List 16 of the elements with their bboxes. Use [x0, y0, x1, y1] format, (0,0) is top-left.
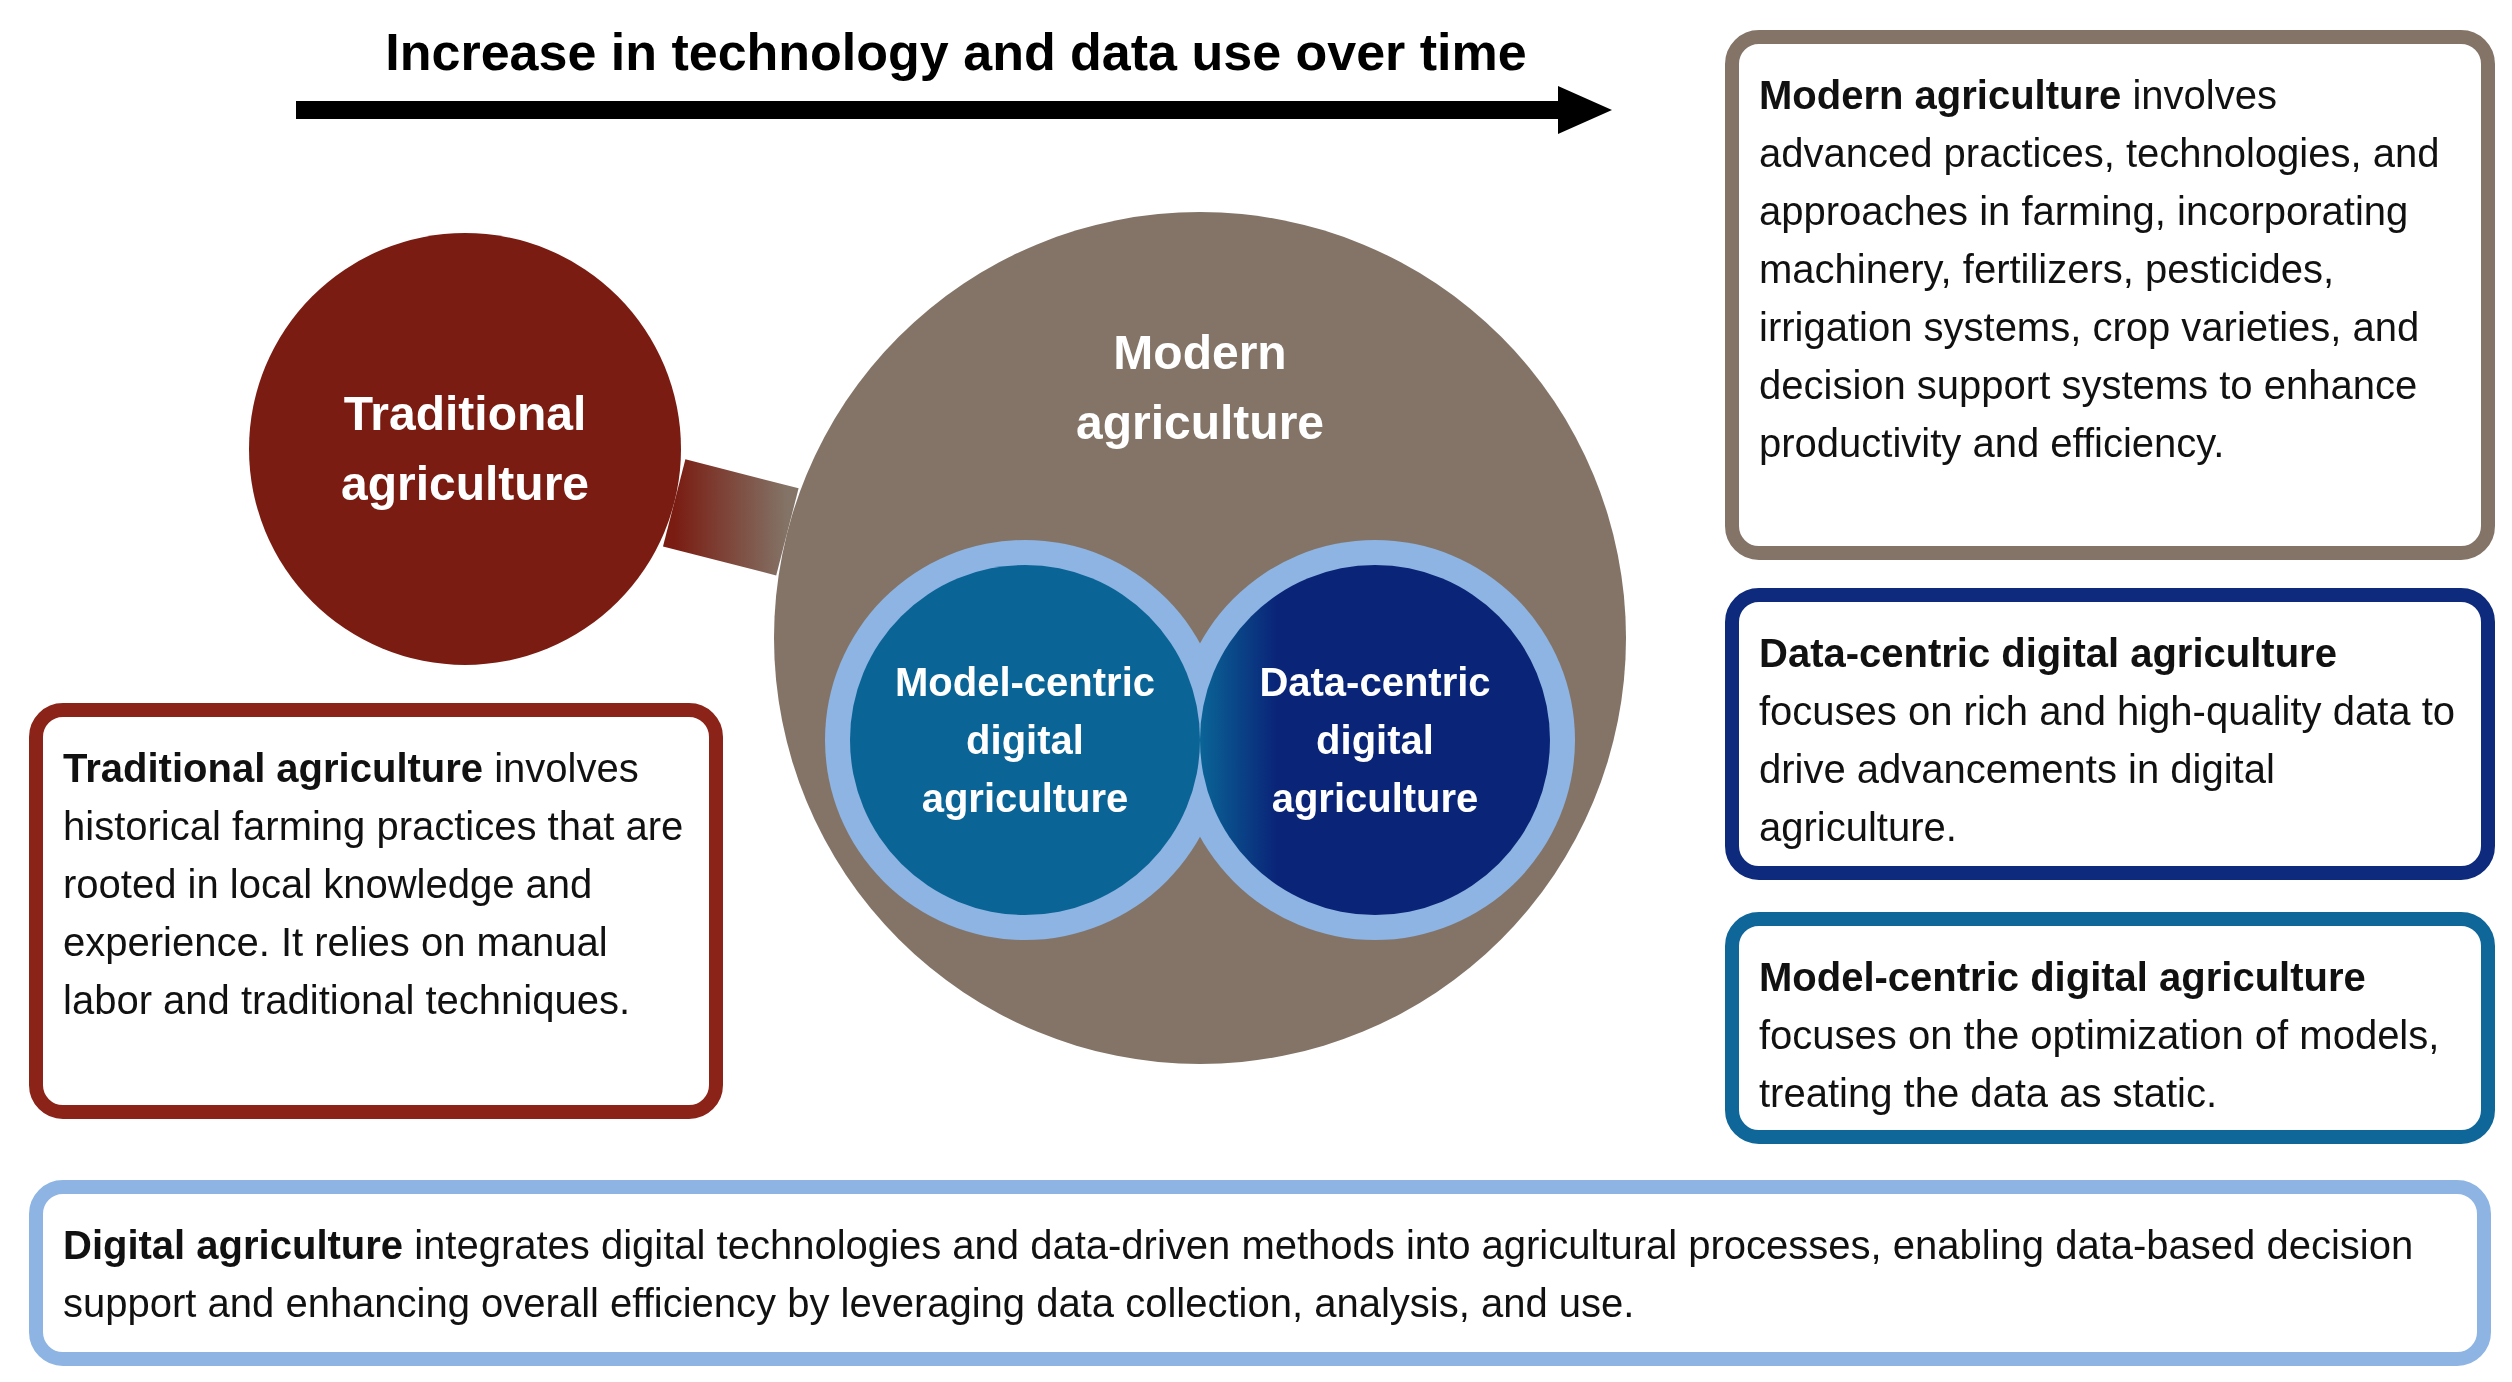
description-card: [29, 1180, 2491, 1366]
circle-label: Model-centric digital agriculture: [893, 659, 1156, 822]
description-text: Data-centric digital agriculture focuses on rich and high-quality data to drive advancements in digital agriculture.: [1759, 630, 2456, 851]
description-text: Modern agriculture involves advanced practices, technologies, and approaches in farming, incorporating machinery, fertilizers, pesticides, irrigation systems, crop varieties, and decision support systems to enhance productivity and efficiency.: [1759, 72, 2441, 467]
heading: Increase in technology and data use over time: [384, 22, 1528, 82]
circle-label: Data-centric digital agriculture: [1258, 659, 1492, 822]
description-card: [29, 703, 723, 1119]
description-card: [1725, 30, 2495, 560]
description-card: [1725, 912, 2495, 1144]
description-text: Model-centric digital agriculture focuses on the optimization of models, treating the data as static.: [1759, 954, 2441, 1117]
circle-label: Traditional agriculture: [339, 386, 591, 512]
connector-neck: [662, 459, 799, 576]
description-text: Traditional agriculture involves historical farming practices that are rooted in local knowledge and experience. It relies on manual labor and traditional techniques.: [63, 745, 685, 1024]
description-text: Digital agriculture integrates digital technologies and data-driven methods into agricultural processes, enabling data-based decision support and enhancing overall efficiency by leveraging data collection, analysis, and use.: [63, 1222, 2415, 1327]
circle-label: Modern agriculture: [1074, 325, 1326, 451]
description-card: [1725, 588, 2495, 880]
